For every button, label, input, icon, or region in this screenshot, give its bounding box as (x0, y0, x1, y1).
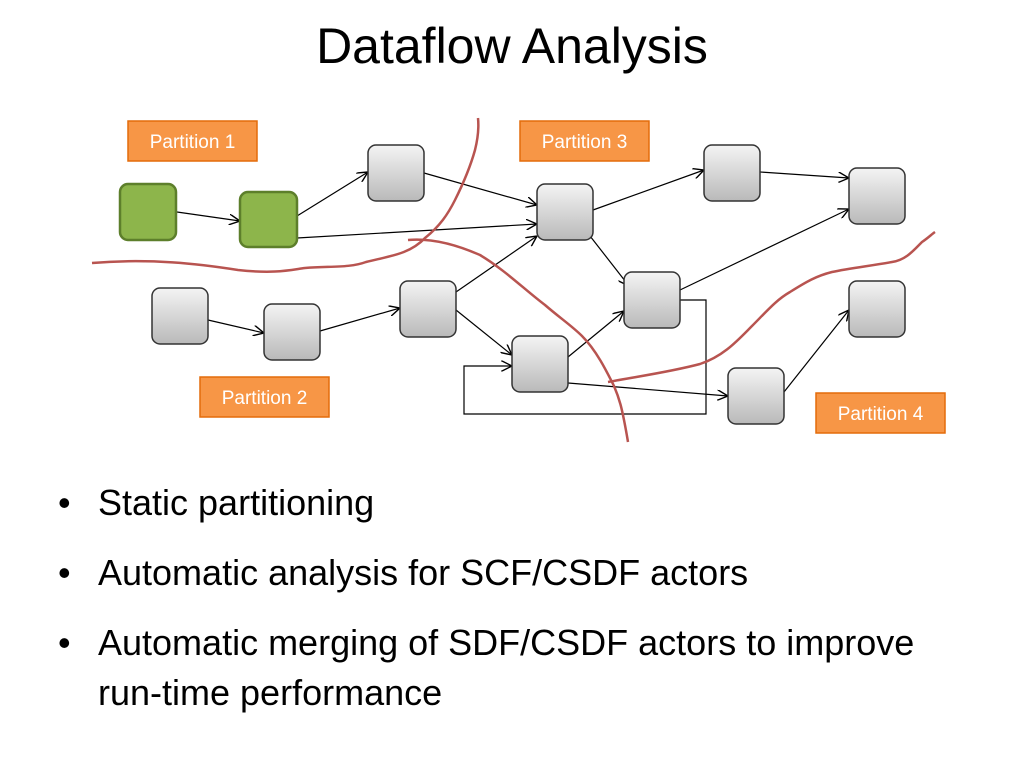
actor-node-n4 (703, 144, 761, 202)
bullet-text: Automatic merging of SDF/CSDF actors to … (98, 622, 915, 713)
partition-cuts (91, 117, 936, 443)
edge-p3-n6 (455, 309, 512, 355)
partition-label-1-text: Partition 1 (150, 132, 236, 153)
bullet-glyph: • (58, 552, 71, 593)
bullet-list: • Static partitioning • Automatic analys… (58, 478, 958, 738)
bullet-item-static-partitioning: • Static partitioning (58, 478, 958, 528)
edge-g2-n3 (296, 224, 537, 239)
edge-g1-g2 (176, 211, 240, 221)
nodes (118, 144, 906, 425)
actor-node-n5 (848, 167, 906, 225)
slide-title: Dataflow Analysis (316, 18, 708, 74)
bullet-text: Automatic analysis for SCF/CSDF actors (98, 552, 749, 593)
actor-node-p3 (399, 280, 457, 338)
cut-line-3 (607, 230, 936, 384)
dataflow-diagram: Partition 1 Partition 2 Partition 3 Part… (91, 117, 946, 443)
actor-node-n8 (623, 271, 681, 329)
edge-p3-n3 (455, 236, 537, 293)
edges (176, 170, 849, 415)
partition-label-3-text: Partition 3 (542, 132, 628, 153)
bullet-item-automatic-analysis: • Automatic analysis for SCF/CSDF actors (58, 548, 958, 598)
edge-n3-n4 (592, 170, 704, 211)
actor-node-n1 (367, 144, 425, 202)
actor-node-p1 (151, 287, 209, 345)
edge-n6-n8 (567, 311, 624, 358)
actor-node-n9 (848, 280, 906, 338)
edge-n1-n3 (423, 172, 537, 205)
partition-label-2-text: Partition 2 (222, 388, 308, 409)
bullet-item-automatic-merging: • Automatic merging of SDF/CSDF actors t… (58, 618, 958, 718)
actor-node-n3 (536, 183, 594, 241)
partition-label-4: Partition 4 (815, 392, 946, 434)
source-node-1 (118, 182, 178, 242)
bullet-text: Static partitioning (98, 482, 375, 523)
edge-n7-n9 (783, 310, 849, 393)
partition-label-4-text: Partition 4 (838, 404, 924, 425)
edge-n8-feedback-n6 (463, 299, 707, 415)
actor-node-n7 (727, 367, 785, 425)
cut-line-2 (407, 238, 630, 443)
actor-node-p2 (263, 303, 321, 361)
cut-line-1 (91, 117, 480, 273)
actor-node-n6 (511, 335, 569, 393)
partition-label-2: Partition 2 (199, 376, 330, 418)
edge-n3-n8 (589, 235, 629, 286)
edge-n4-n5 (759, 171, 849, 178)
edge-n6-n7 (567, 382, 728, 396)
source-node-2 (238, 190, 299, 249)
edge-n8-n5 (679, 209, 849, 291)
edge-p1-p2 (207, 319, 264, 333)
edge-g2-n1 (296, 172, 368, 217)
partition-labels: Partition 1 Partition 2 Partition 3 Part… (127, 120, 946, 434)
bullet-glyph: • (58, 622, 71, 663)
partition-label-3: Partition 3 (519, 120, 650, 162)
partition-label-1: Partition 1 (127, 120, 258, 162)
bullet-glyph: • (58, 482, 71, 523)
edge-p2-p3 (319, 308, 400, 332)
